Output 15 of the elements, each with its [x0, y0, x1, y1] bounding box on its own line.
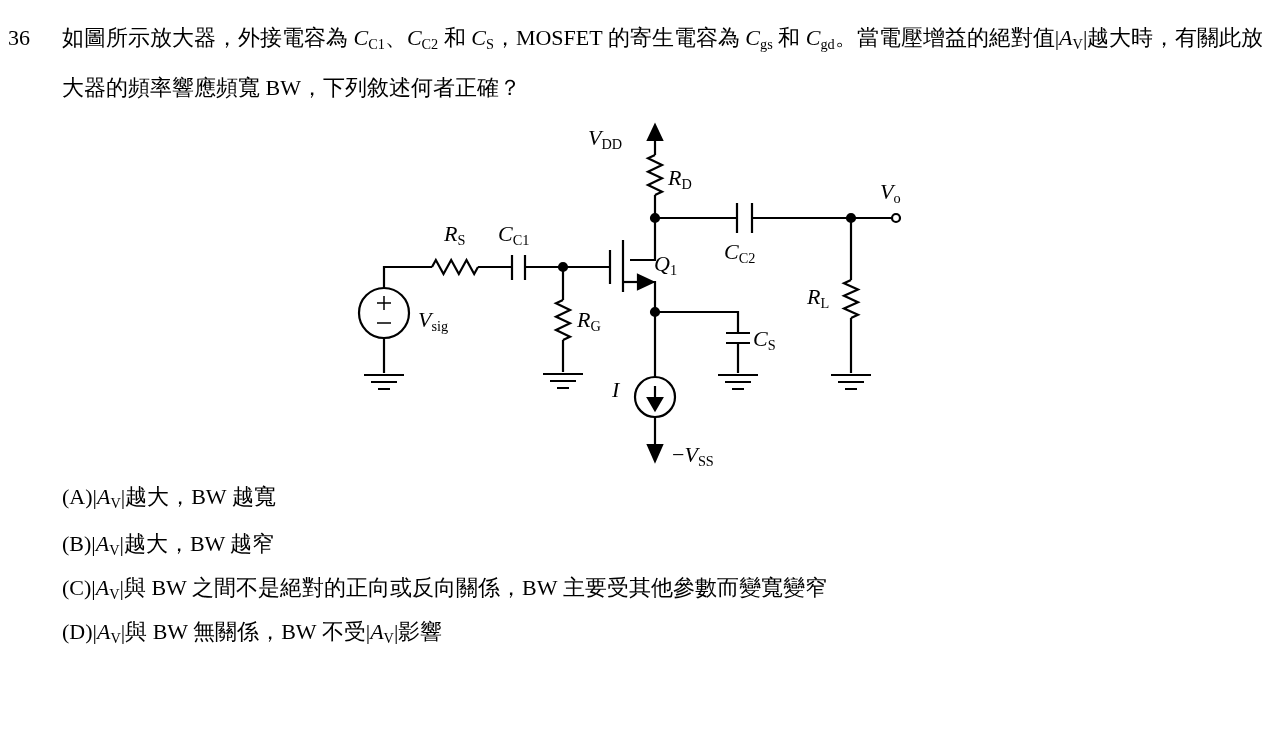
component-label: R$_{L}$ [807, 285, 830, 314]
component-label: −V$_{SS}$ [672, 443, 714, 472]
component-label: R$_{S}$ [444, 222, 466, 251]
question-text: 如圖所示放大器，外接電容為 C$_{C1}$、C$_{C2}$ 和 C$_{S}$，MOSFET 的寄生電容為 C$_{gs}$ 和 C$_{gd}$。當電壓增益的絕對值|A$_{V}$|越大時，有關此放大器的頻率響應頻寬 BW，下列敘述何者正確？ [62, 24, 1265, 103]
component-label: V$_{DD}$ [588, 126, 623, 155]
component-label: I [612, 378, 620, 402]
component-label: R$_{D}$ [668, 166, 692, 195]
component-label: V$_{o}$ [880, 180, 901, 209]
component-label: C$_{S}$ [753, 327, 776, 356]
component-label: V$_{sig}$ [418, 308, 449, 337]
component-label: Q$_{1}$ [654, 252, 678, 281]
component-label: C$_{C2}$ [724, 240, 756, 269]
q-number: 36 [8, 24, 30, 52]
component-label: R$_{G}$ [577, 308, 601, 337]
component-label: C$_{C1}$ [498, 222, 530, 251]
